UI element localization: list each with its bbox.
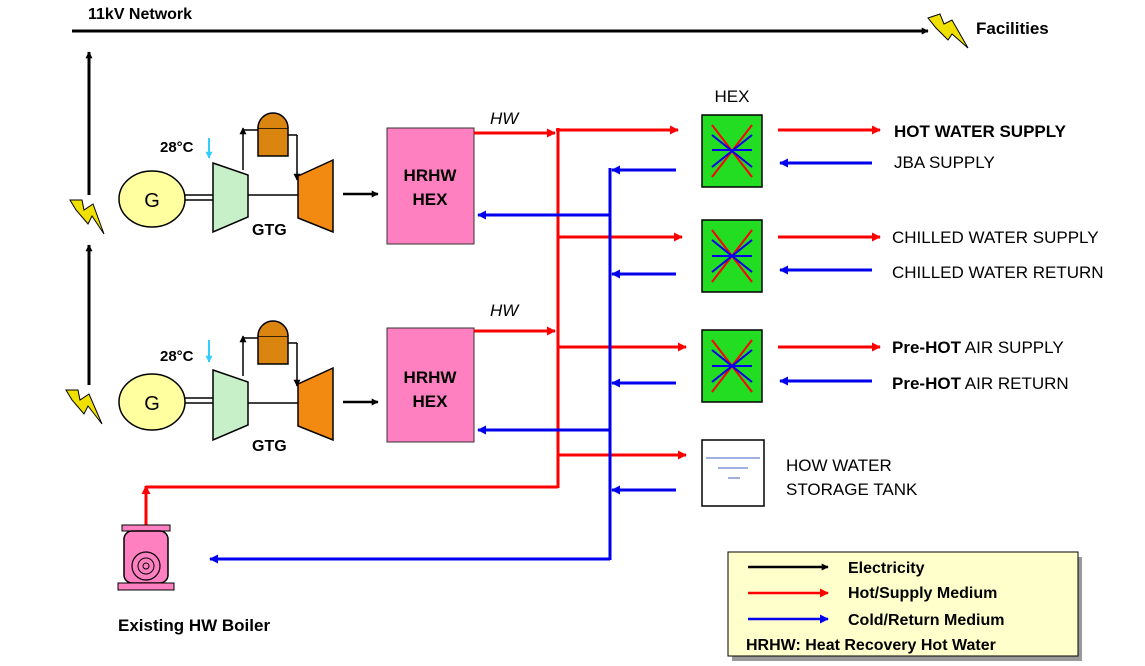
gtg-label: GTG [252,438,287,455]
legend-cold: Cold/Return Medium [848,612,1004,629]
prehot-air-return-label: Pre-HOT AIR RETURN [892,374,1069,393]
ambient-temp: 28°C [160,139,194,156]
chilled-water-return-label: CHILLED WATER RETURN [892,263,1104,282]
lightning-icon [65,389,103,425]
generator-icon [118,170,186,228]
heat-exchanger-icon [701,114,763,188]
generator-icon [118,373,186,431]
jba-supply-label: JBA SUPPLY [894,153,995,172]
gtg-unit-1: G 28°C GTG HRHW HEX [118,112,475,245]
combustor-icon [257,335,289,365]
prehot-air-supply-label: Pre-HOT AIR SUPPLY [892,338,1064,357]
compressor-icon [212,161,249,234]
facilities-label: Facilities [976,19,1049,38]
heat-exchanger-icon [701,219,763,293]
generator-label: G [144,393,160,415]
lightning-icon [927,13,969,49]
ambient-temp: 28°C [160,348,194,365]
hot-water-piping [141,125,881,525]
hrhw-hex-label: HEX [413,392,449,411]
hot-water-supply-label: HOT WATER SUPPLY [894,122,1067,141]
storage-tank-icon [701,439,765,507]
heat-exchanger-icon [701,329,763,403]
boiler-label: Existing HW Boiler [118,616,270,635]
turbine-icon [297,158,334,234]
combustor-icon [257,112,289,129]
legend-note: HRHW: Heat Recovery Hot Water [746,637,996,654]
combustor-icon [257,320,289,337]
generator-label: G [144,190,160,212]
return-water-piping [209,158,872,564]
hrhw-hex-label: HRHW [404,368,458,387]
turbine-icon [297,366,334,442]
compressor-icon [212,368,249,442]
hrhw-hex-box [386,327,475,443]
boiler-pump-icon [117,524,175,591]
legend: Electricity Hot/Supply Medium Cold/Retur… [727,551,1082,661]
hrhw-hex-label: HEX [413,190,449,209]
gtg-unit-2: G 28°C GTG HRHW HEX [118,320,475,455]
network-label: 11kV Network [88,6,192,23]
legend-hot: Hot/Supply Medium [848,585,997,602]
storage-label: STORAGE TANK [786,480,918,499]
hw-label: HW [490,301,520,320]
lightning-icon [69,199,105,235]
legend-electricity: Electricity [848,560,925,577]
storage-label: HOW WATER [786,456,892,475]
gtg-label: GTG [252,222,287,239]
hrhw-hex-label: HRHW [404,166,458,185]
hrhw-hex-box [386,127,475,245]
hex-header: HEX [715,87,750,106]
chilled-water-supply-label: CHILLED WATER SUPPLY [892,228,1099,247]
hw-label: HW [490,109,520,128]
combustor-icon [257,127,289,157]
